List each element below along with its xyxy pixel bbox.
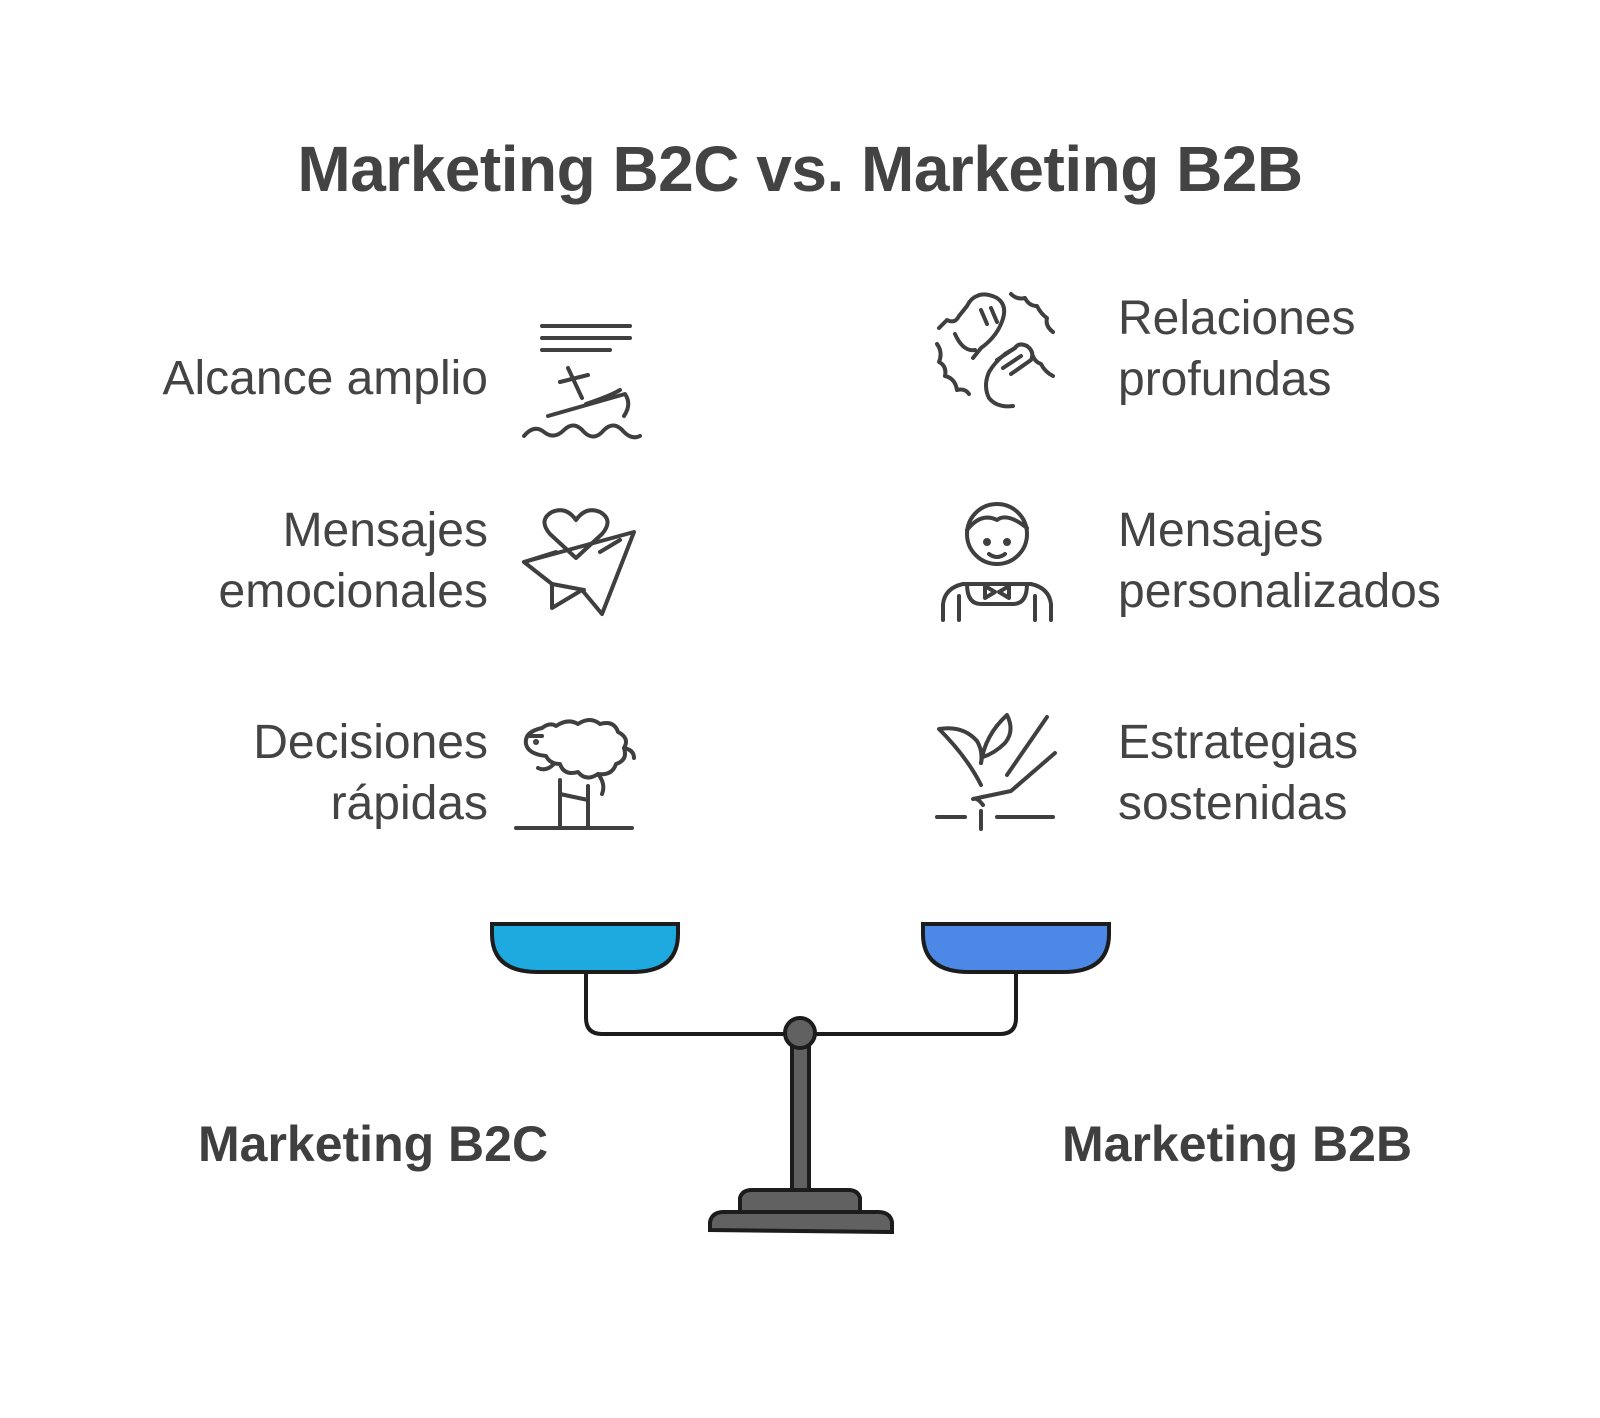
waiter-bowtie-icon [937,500,1062,625]
b2b-heading: Marketing B2B [1062,1116,1413,1172]
b2c-pan [490,922,680,974]
scale-base-top [738,1188,862,1214]
b2b-pan [921,922,1111,974]
b2c-item-1-label: Alcance amplio [162,352,489,405]
sheep-tree-icon [514,718,645,845]
fist-bump-icon [935,290,1062,415]
diagram-title: Marketing B2C vs. Marketing B2B [297,133,1303,205]
b2b-item-2-label: Mensajes personalizados [1118,504,1441,618]
scale-pole [790,1038,811,1198]
scale-base-bottom [708,1210,894,1235]
plant-hand-icon [935,713,1062,840]
b2c-item-3-label: Decisiones rápidas [253,716,488,830]
b2c-item-2-label: Mensajes emocionales [218,504,488,618]
heart-paper-plane-icon [520,508,645,635]
b2c-heading: Marketing B2C [198,1116,549,1172]
scale-pivot [783,1016,817,1050]
sinking-ship-icon [520,320,645,445]
b2b-item-3-label: Estrategias sostenidas [1118,716,1359,830]
b2b-item-1-label: Relaciones profundas [1118,292,1356,406]
